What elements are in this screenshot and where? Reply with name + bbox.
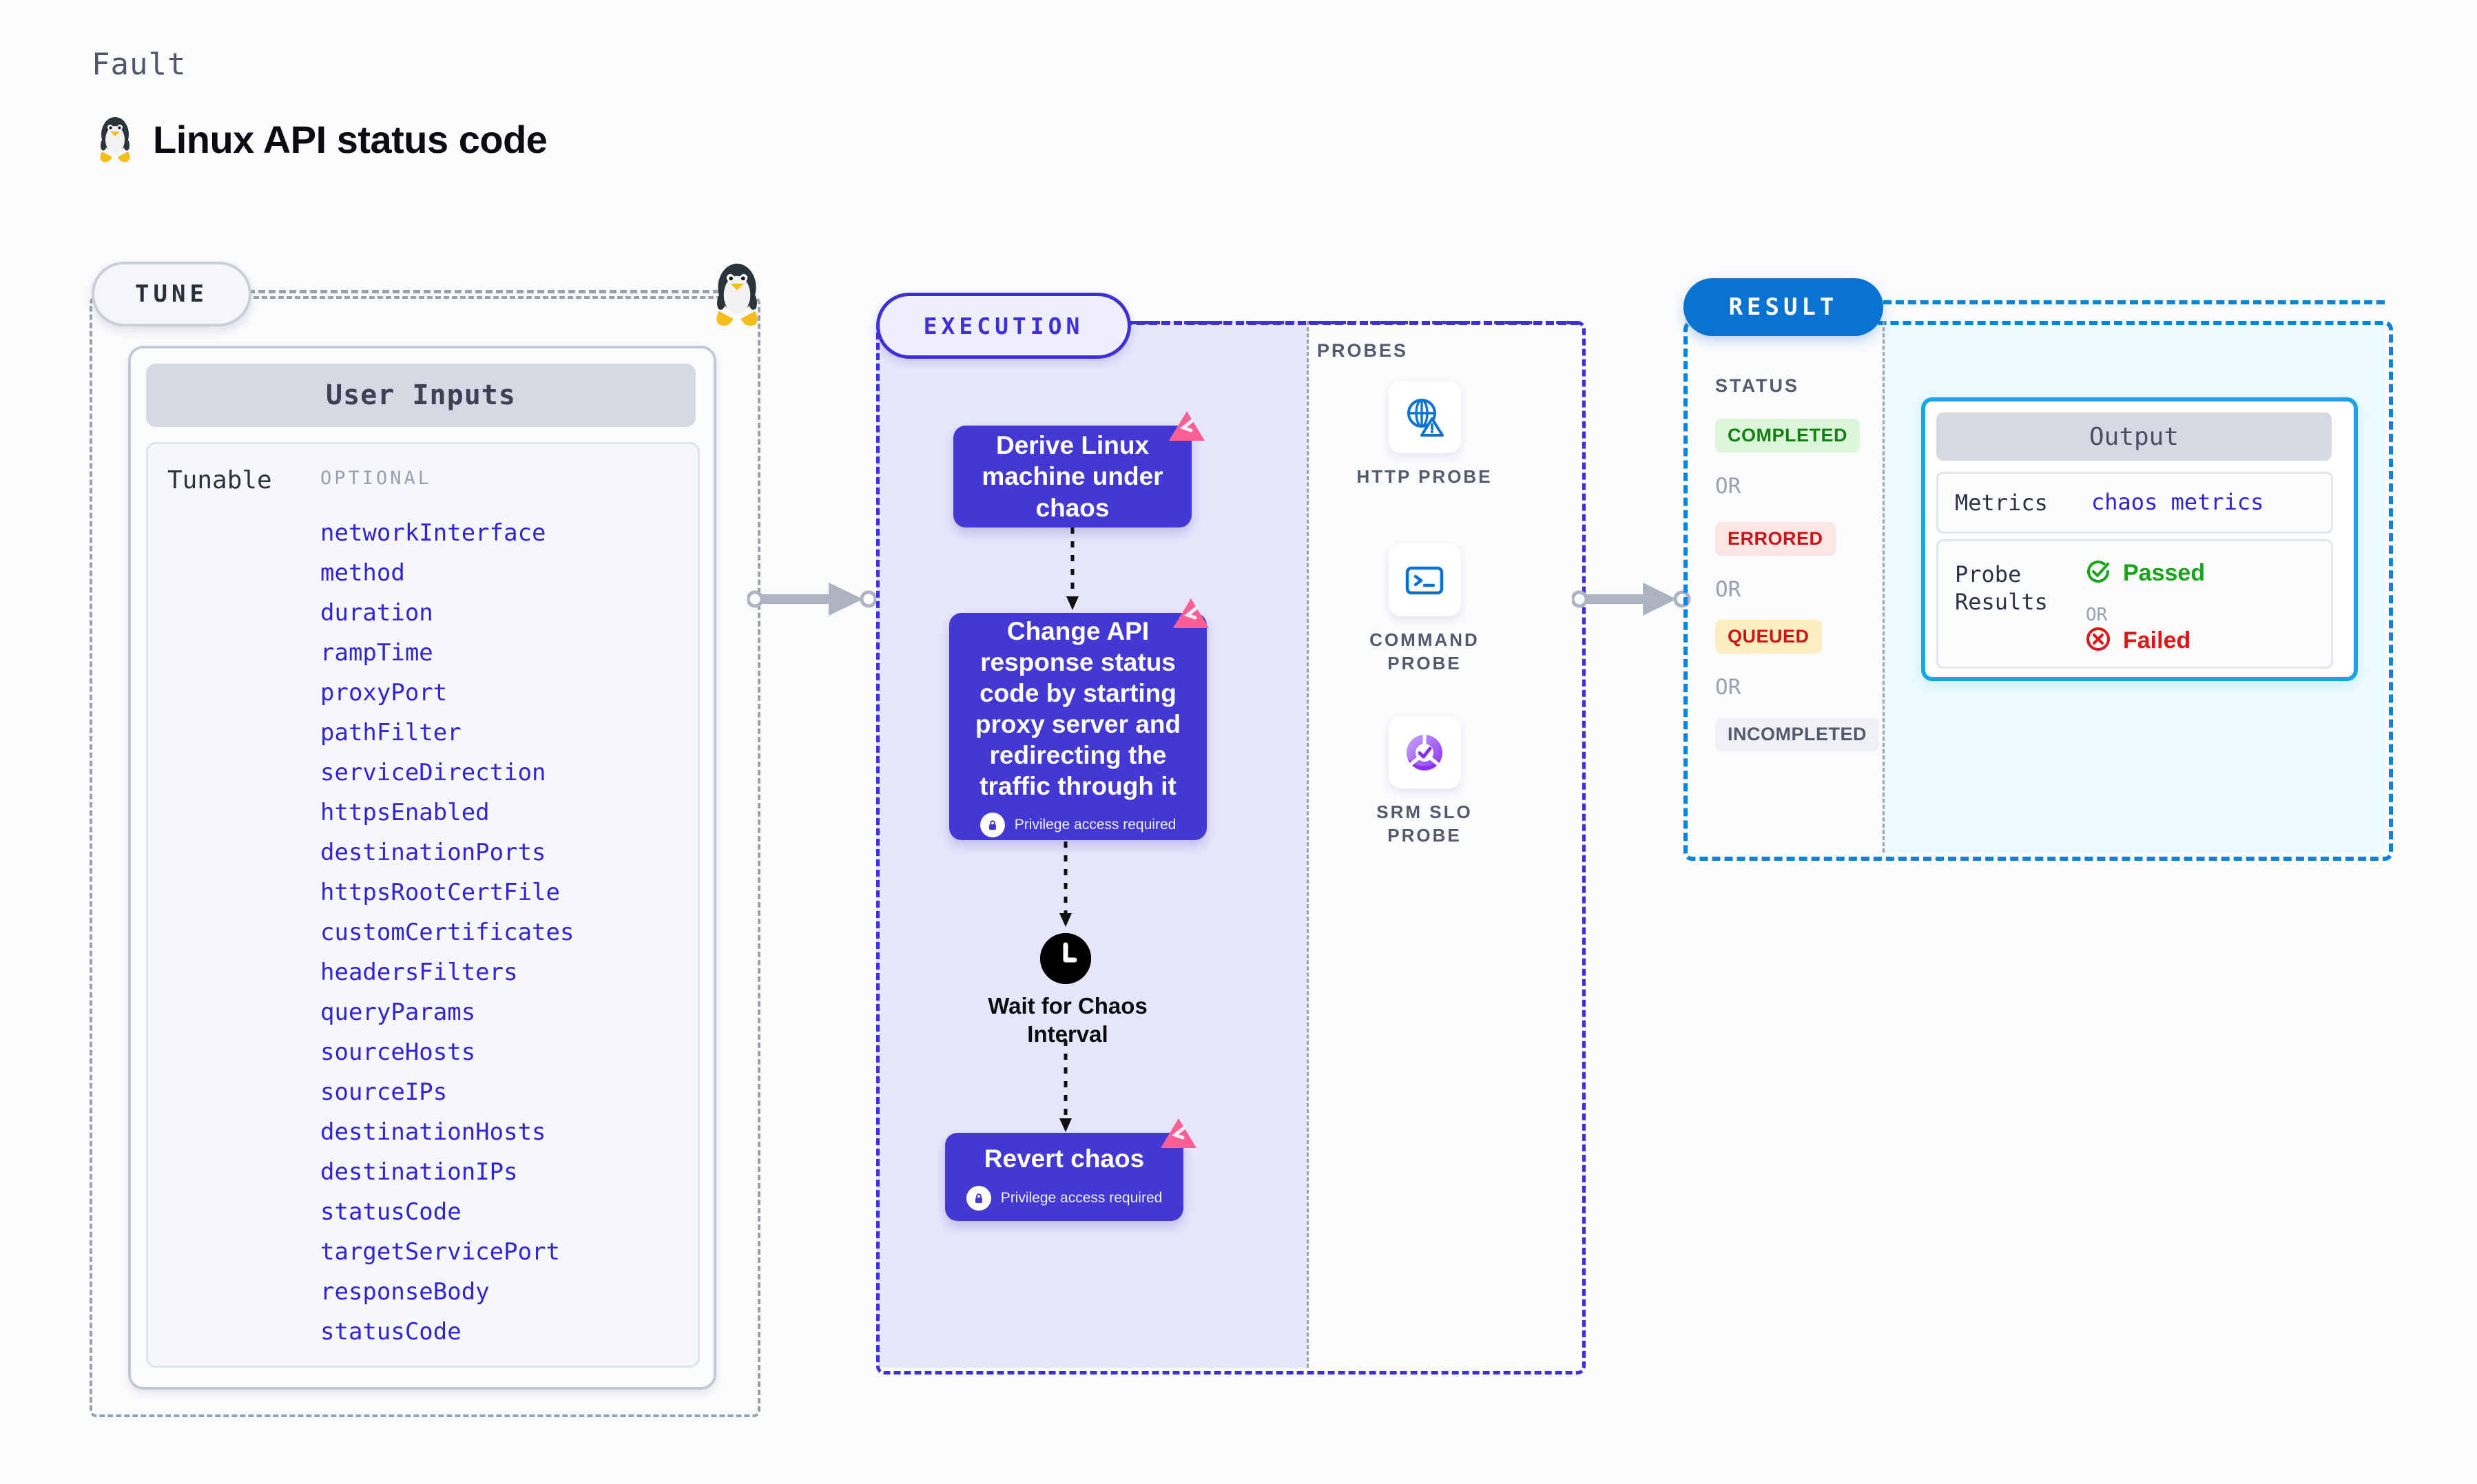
probes-subpanel bbox=[1307, 321, 1581, 1368]
passed-label: Passed bbox=[2123, 560, 2206, 586]
status-badge-queued: QUEUED bbox=[1715, 620, 1822, 654]
litmus-badge-icon bbox=[1171, 596, 1211, 636]
tunable-item[interactable]: pathFilter bbox=[320, 719, 462, 746]
tunable-item[interactable]: method bbox=[320, 559, 405, 587]
step-text: Revert chaos bbox=[984, 1145, 1145, 1173]
failed-label: Failed bbox=[2123, 627, 2191, 654]
tunable-item[interactable]: networkInterface bbox=[320, 519, 546, 547]
slo-donut-check-icon bbox=[1388, 716, 1461, 788]
status-badge-completed: COMPLETED bbox=[1715, 419, 1861, 452]
tunable-item[interactable]: customCertificates bbox=[320, 919, 574, 946]
privilege-text: Privilege access required bbox=[1000, 1189, 1163, 1206]
metrics-key: Metrics bbox=[1955, 490, 2048, 516]
tunable-item[interactable]: rampTime bbox=[320, 639, 433, 667]
linux-penguin-icon bbox=[709, 256, 765, 332]
probes-label: PROBES bbox=[1317, 340, 1409, 361]
status-label: STATUS bbox=[1715, 375, 1799, 396]
litmus-badge-icon bbox=[1159, 1116, 1199, 1156]
tunable-item[interactable]: destinationHosts bbox=[320, 1118, 546, 1146]
terminal-icon bbox=[1388, 544, 1461, 616]
execution-connector-dash bbox=[1124, 321, 1579, 325]
globe-warning-icon bbox=[1388, 381, 1461, 453]
tunable-item[interactable]: httpsEnabled bbox=[320, 799, 490, 826]
litmus-badge-icon bbox=[1167, 409, 1207, 449]
tunable-item[interactable]: httpsRootCertFile bbox=[320, 879, 560, 906]
privilege-note: Privilege access required bbox=[980, 813, 1177, 838]
tunable-item[interactable]: sourceHosts bbox=[320, 1038, 476, 1066]
tunable-item[interactable]: destinationIPs bbox=[320, 1158, 518, 1186]
tunable-group: Tunable OPTIONAL networkInterface method d… bbox=[146, 442, 700, 1368]
page-title: Linux API status code bbox=[153, 117, 548, 161]
fault-eyebrow-label: Fault bbox=[92, 47, 187, 82]
clock-icon bbox=[1040, 933, 1091, 984]
probe-result-passed: Passed bbox=[2084, 558, 2205, 589]
x-circle-icon bbox=[2084, 625, 2112, 656]
tunable-item[interactable]: proxyPort bbox=[320, 679, 448, 707]
or-separator: OR bbox=[1715, 474, 1741, 499]
step-text: Derive Linux machine under chaos bbox=[982, 431, 1163, 522]
status-badge-errored: ERRORED bbox=[1715, 522, 1836, 556]
flow-arrow-1 bbox=[1066, 527, 1079, 610]
optional-label: OPTIONAL bbox=[320, 468, 433, 489]
tunable-item[interactable]: duration bbox=[320, 599, 433, 627]
result-inner-divider bbox=[1883, 321, 1885, 853]
tunable-group-label: Tunable bbox=[167, 466, 272, 494]
tunable-item[interactable]: statusCode bbox=[320, 1318, 462, 1346]
probe-result-failed: Failed bbox=[2084, 625, 2190, 656]
page-title-row: Linux API status code bbox=[95, 114, 548, 165]
check-circle-icon bbox=[2084, 558, 2112, 589]
flow-arrow-3 bbox=[1059, 1040, 1072, 1132]
result-connector-dash bbox=[1883, 300, 2385, 304]
connector-tune-to-execution bbox=[746, 578, 885, 623]
linux-penguin-icon bbox=[95, 114, 135, 165]
execution-step-change-status-code[interactable]: Change API response status code by start… bbox=[949, 613, 1207, 840]
lock-icon bbox=[966, 1185, 991, 1211]
tunable-item[interactable]: statusCode bbox=[320, 1198, 462, 1226]
lock-icon bbox=[980, 813, 1005, 838]
metrics-row: Metrics chaos metrics bbox=[1936, 472, 2333, 534]
tunable-item[interactable]: responseBody bbox=[320, 1278, 490, 1306]
result-stage-pill[interactable]: RESULT bbox=[1683, 278, 1883, 336]
execution-step-revert-chaos[interactable]: Revert chaos Privilege access required bbox=[945, 1133, 1183, 1221]
tune-stage-container bbox=[90, 296, 760, 1417]
probe-http[interactable]: HTTP PROBE bbox=[1356, 381, 1493, 489]
tunable-item[interactable]: destinationPorts bbox=[320, 839, 546, 866]
flow-arrow-2 bbox=[1059, 842, 1072, 927]
tune-connector-dash bbox=[248, 290, 730, 293]
execution-stage-pill[interactable]: EXECUTION bbox=[876, 293, 1131, 359]
user-inputs-title: User Inputs bbox=[146, 364, 696, 427]
or-separator: OR bbox=[1715, 577, 1741, 602]
metrics-value[interactable]: chaos metrics bbox=[2091, 489, 2264, 515]
privilege-note: Privilege access required bbox=[966, 1185, 1163, 1211]
connector-execution-to-result bbox=[1571, 578, 1696, 623]
probe-label: HTTP PROBE bbox=[1356, 466, 1493, 487]
step-text: Change API response status code by start… bbox=[975, 616, 1181, 801]
output-title: Output bbox=[1936, 412, 2332, 461]
privilege-text: Privilege access required bbox=[1014, 817, 1177, 833]
tunable-item[interactable]: headersFilters bbox=[320, 959, 518, 986]
tune-stage-pill[interactable]: TUNE bbox=[92, 262, 251, 326]
result-stage-container bbox=[1683, 321, 2393, 861]
or-separator: OR bbox=[2086, 605, 2108, 625]
tunable-item[interactable]: sourceIPs bbox=[320, 1078, 448, 1106]
or-separator: OR bbox=[1715, 675, 1741, 700]
tunable-list: networkInterface method duration rampTime pr… bbox=[320, 513, 678, 1352]
user-inputs-card: User Inputs Tunable OPTIONAL networkInte… bbox=[128, 346, 716, 1390]
tunable-item[interactable]: serviceDirection bbox=[320, 759, 546, 786]
tunable-item[interactable]: targetServicePort bbox=[320, 1238, 560, 1266]
tunable-item[interactable]: queryParams bbox=[320, 999, 476, 1026]
execution-step-derive[interactable]: Derive Linux machine under chaos bbox=[953, 426, 1192, 527]
status-badge-incompleted: INCOMPLETED bbox=[1715, 718, 1880, 751]
